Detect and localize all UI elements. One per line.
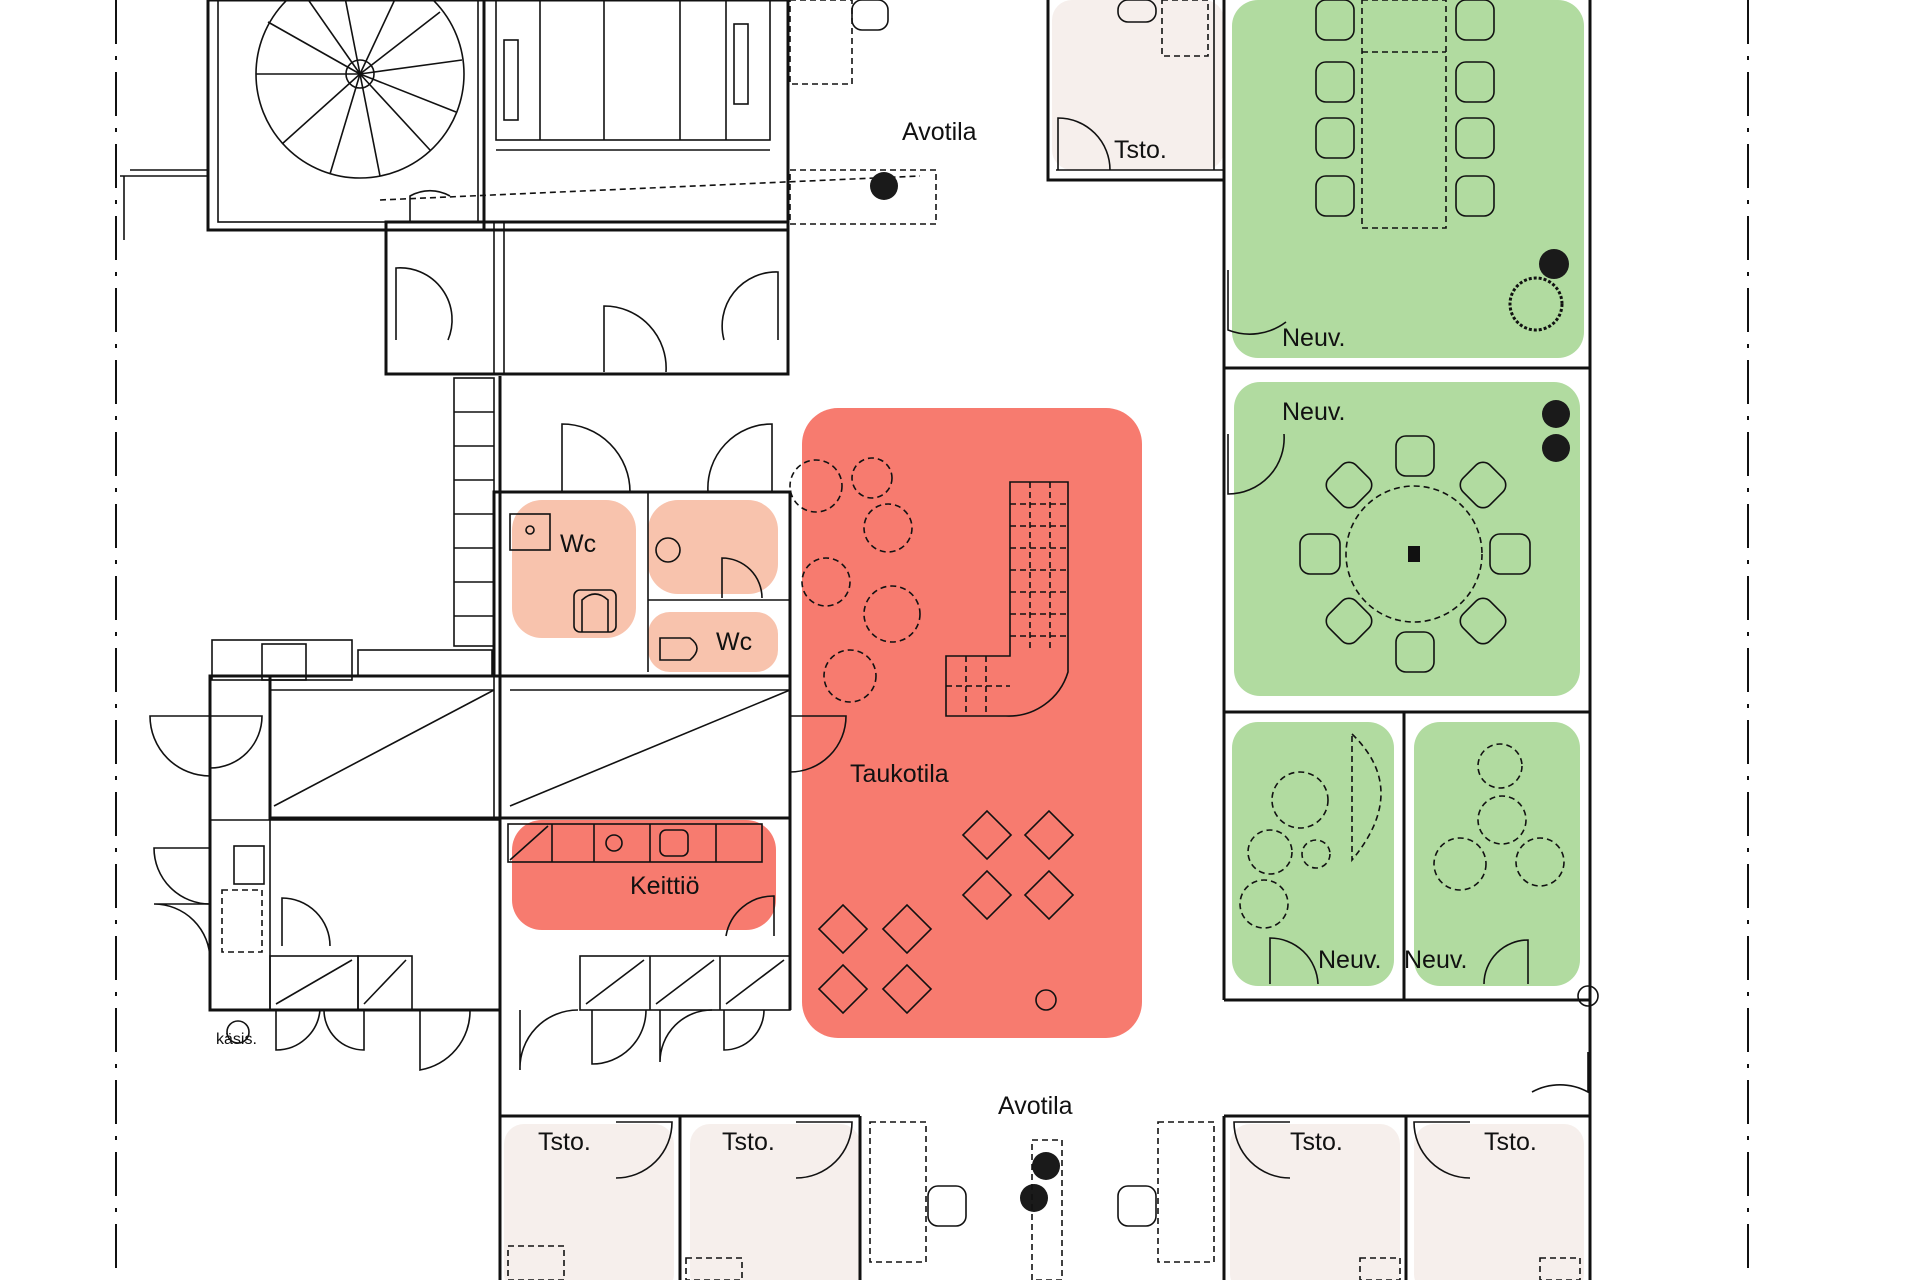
label-avotila-top: Avotila <box>902 118 977 146</box>
chair-icon <box>1299 435 1531 673</box>
zone-meeting-small-right <box>1414 722 1580 986</box>
zones <box>504 0 1584 1280</box>
label-keittio: Keittiö <box>630 872 699 900</box>
zone-office-b2 <box>690 1124 860 1280</box>
grid-axes <box>115 0 1749 1280</box>
plant-icon <box>870 172 1570 1212</box>
zone-office-b3 <box>1230 1124 1400 1280</box>
chair-icon <box>1315 0 1495 217</box>
label-avotila-bottom: Avotila <box>998 1092 1073 1120</box>
label-wc-2: Wc <box>716 628 752 656</box>
stair-core <box>120 0 921 240</box>
south-offices <box>500 0 1590 1280</box>
zone-wc-2a <box>648 500 778 594</box>
zone-wc-1 <box>512 500 636 638</box>
toilet-icon <box>659 637 698 661</box>
zone-meeting-round <box>1234 382 1580 696</box>
sink-icon <box>509 513 551 551</box>
label-neuv-1: Neuv. <box>1282 324 1345 352</box>
label-tsto-b3: Tsto. <box>1290 1128 1343 1156</box>
stair-icon <box>945 481 1069 717</box>
label-taukotila: Taukotila <box>850 760 949 788</box>
label-wc-1: Wc <box>560 530 596 558</box>
zone-office-b4 <box>1414 1124 1584 1280</box>
lobby <box>384 189 790 376</box>
label-neuv-3: Neuv. <box>1318 946 1381 974</box>
zone-kitchen <box>512 820 776 930</box>
zone-office-top <box>1052 0 1224 170</box>
zone-meeting-small-left <box>1232 722 1394 986</box>
room-labels: Avotila Tsto. Neuv. Neuv. Neuv. Neuv. Wc… <box>216 118 1537 1156</box>
label-tsto-b4: Tsto. <box>1484 1128 1537 1156</box>
break-room-furniture <box>789 457 1075 1015</box>
zone-office-b1 <box>504 1124 674 1280</box>
label-neuv-2: Neuv. <box>1282 398 1345 426</box>
sink-icon <box>655 537 763 599</box>
lounge-seats <box>789 457 921 703</box>
east-rooms <box>870 0 1599 1280</box>
table-icon <box>817 809 1075 1015</box>
service-block <box>149 376 847 1280</box>
label-neuv-4: Neuv. <box>1404 946 1467 974</box>
label-tsto-b1: Tsto. <box>538 1128 591 1156</box>
zone-meeting-top <box>1232 0 1584 358</box>
toilet-icon <box>573 589 617 633</box>
spiral-stair-icon <box>255 0 465 179</box>
label-kasis: käsis. <box>216 1031 257 1048</box>
label-tsto-top: Tsto. <box>1114 136 1167 164</box>
zone-wc-2b <box>648 612 778 672</box>
table-icon <box>1345 485 1483 623</box>
zone-break-room <box>802 408 1142 1038</box>
table-icon <box>1361 0 1447 229</box>
chair-icon <box>851 0 1157 1227</box>
label-tsto-b2: Tsto. <box>722 1128 775 1156</box>
